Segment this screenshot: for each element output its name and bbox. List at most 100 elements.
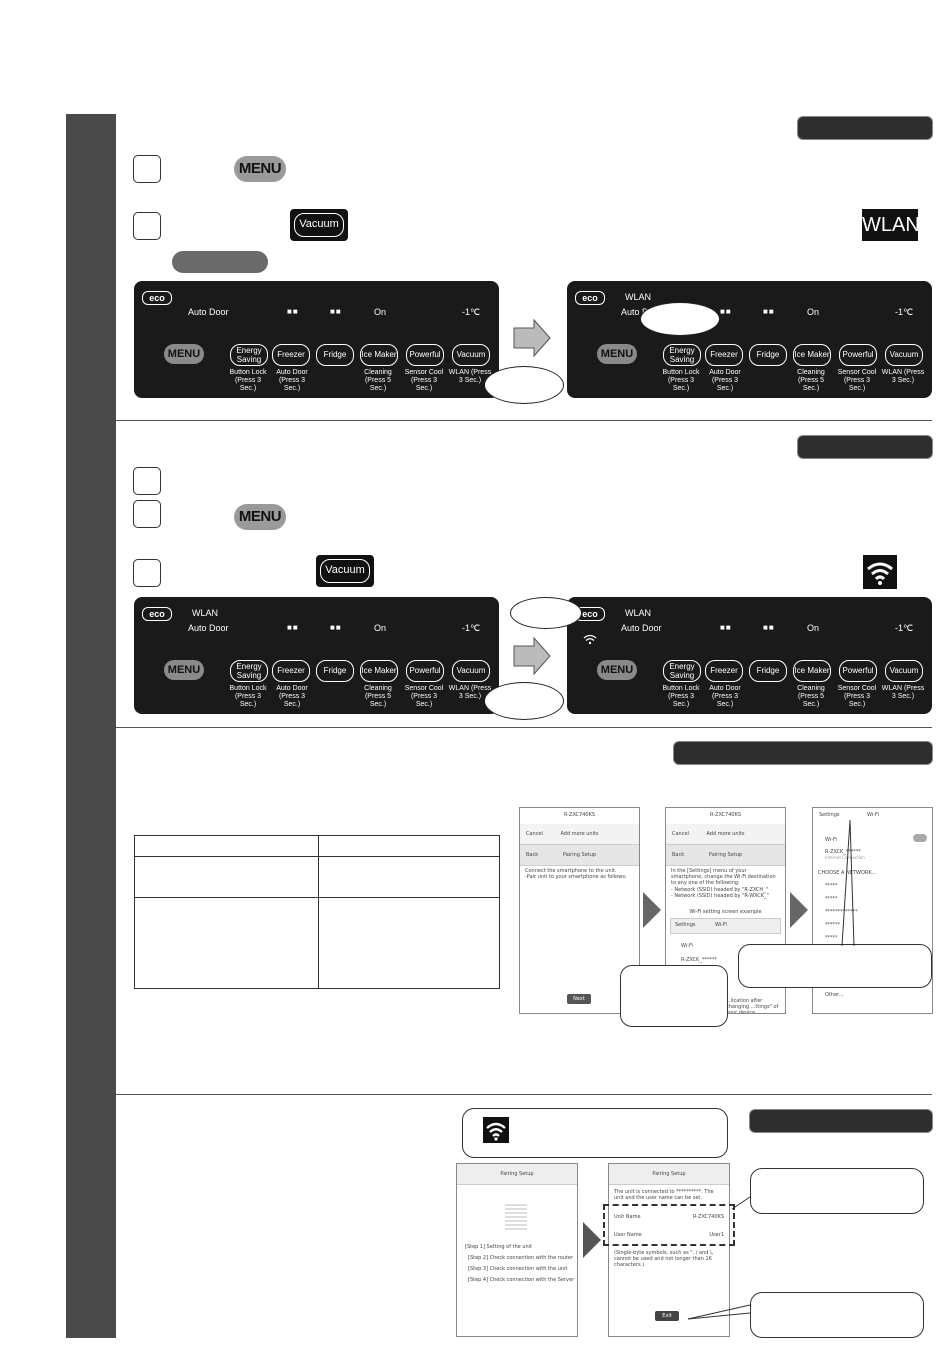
cancel-link: Cancel [526, 831, 543, 837]
button-lock-sub: Button Lock (Press 3 Sec.) [662, 369, 700, 392]
powerful-button: Powerful [839, 344, 877, 366]
vacuum-button-icon: Vacuum [316, 555, 374, 587]
display-blocks: ■■ [330, 307, 342, 316]
freezer-button: Freezer [705, 660, 743, 682]
arrow-right-icon [513, 318, 551, 358]
header-bar: Pairing Setup [457, 1164, 577, 1185]
example-label: Wi-Fi setting screen example [689, 909, 762, 915]
pairing-setup-title: Pairing Setup [500, 1171, 534, 1177]
wifi-title: Wi-Fi [715, 922, 727, 928]
wifi-icon [583, 634, 597, 645]
display-blocks: ■■ [720, 307, 732, 316]
control-panel: eco WLAN Auto Door ■■ ■■ On -1℃ MENU Ene… [134, 597, 499, 714]
after-text: ...lication after changing ...ttings" of… [726, 998, 779, 1014]
eco-indicator: eco [575, 291, 605, 305]
settings-link: Settings [819, 812, 840, 818]
symbols-note: (Single-byte symbols, such as ", / and \… [614, 1250, 714, 1268]
model-title: R-ZXC740KS [709, 812, 742, 818]
network-text: - Network (SSID) headed by "R-WXCK_" [671, 893, 769, 899]
cleaning-sub: Cleaning (Press 5 Sec.) [364, 369, 392, 392]
connect-text: -Pair unit to your smartphone as follows… [525, 874, 627, 880]
wifi-icon [863, 555, 897, 589]
callout-pointer [841, 819, 855, 947]
ice-maker-button: Ice Maker [793, 344, 831, 366]
sensor-cool-sub: Sensor Cool (Press 3 Sec.) [404, 685, 444, 708]
connected-text: The unit is connected to **********. The… [614, 1189, 714, 1201]
ice-maker-button: Ice Maker [360, 660, 398, 682]
step-item: [Step 4] Check connection with the Serve… [468, 1277, 575, 1283]
callout-box [750, 1292, 924, 1338]
sensor-cool-sub: Sensor Cool (Press 3 Sec.) [404, 369, 444, 392]
wlan-sub: WLAN (Press 3 Sec.) [448, 369, 492, 384]
panel-menu-button: MENU [597, 660, 637, 680]
auto-door-sub: Auto Door (Press 3 Sec.) [276, 685, 308, 708]
auto-door-label: Auto Door [188, 623, 229, 633]
header-bar: Cancel Add more units [520, 824, 639, 845]
temp-label: -1℃ [462, 307, 481, 317]
section-tag [749, 1109, 933, 1133]
auto-door-sub: Auto Door (Press 3 Sec.) [709, 685, 741, 708]
energy-saving-button: Energy Saving [230, 344, 268, 366]
cleaning-sub: Cleaning (Press 5 Sec.) [797, 685, 825, 708]
note-tag [172, 251, 268, 273]
section-bar-2 [66, 420, 116, 727]
settings-bar: Settings Wi-Fi [670, 918, 781, 934]
vacuum-button: Vacuum [452, 344, 490, 366]
wifi-icon [483, 1117, 509, 1143]
ice-maker-button: Ice Maker [360, 344, 398, 366]
settings-link: Settings [675, 922, 696, 928]
wlan-sub: WLAN (Press 3 Sec.) [448, 685, 492, 700]
wlan-label: WLAN [625, 292, 652, 302]
sensor-cool-sub: Sensor Cool (Press 3 Sec.) [837, 369, 877, 392]
phone-screen-setup-progress: Pairing Setup [Step 1] Setting of the un… [456, 1163, 578, 1337]
header-bar: Back Pairing Setup [520, 845, 639, 866]
button-lock-sub: Button Lock (Press 3 Sec.) [229, 685, 267, 708]
fridge-button: Fridge [749, 660, 787, 682]
add-more-units-label: Add more units [560, 831, 599, 837]
control-panel: eco WLAN Auto Door ■■ ■■ On -1℃ MENU Ene… [567, 281, 932, 398]
wifi-label: Wi-Fi [681, 943, 693, 949]
add-more-units-label: Add more units [706, 831, 745, 837]
table-divider [318, 836, 319, 988]
section-bar-3 [66, 727, 116, 1094]
eco-indicator: eco [142, 607, 172, 621]
no-internet-label: Internet Connection [825, 855, 865, 860]
vacuum-button: Vacuum [885, 660, 923, 682]
temp-label: -1℃ [895, 307, 914, 317]
connect-text: Connect the smartphone to the unit. [525, 868, 617, 874]
ice-maker-button: Ice Maker [793, 660, 831, 682]
ssid-label: R-ZXCK_****** [681, 957, 717, 963]
wifi-toggle-label: Wi-Fi [825, 837, 837, 843]
table-divider [135, 856, 499, 857]
auto-door-label: Auto Door [621, 307, 662, 317]
energy-saving-button: Energy Saving [663, 660, 701, 682]
display-blocks: ■■ [763, 307, 775, 316]
on-label: On [807, 623, 820, 633]
temp-label: -1℃ [462, 623, 481, 633]
highlight-ellipse [484, 682, 564, 720]
freezer-button: Freezer [272, 660, 310, 682]
section-bar-1 [66, 114, 116, 420]
control-panel: eco WLAN Auto Door ■■ ■■ On -1℃ MENU Ene… [567, 597, 932, 714]
callout-pointer [687, 1196, 751, 1320]
step-box [133, 559, 161, 587]
step-item: [Step 1] Setting of the unit [465, 1244, 533, 1250]
network-item: ****** [825, 922, 840, 928]
network-item: ***** [825, 896, 838, 902]
cancel-link: Cancel [672, 831, 689, 837]
auto-door-sub: Auto Door (Press 3 Sec.) [276, 369, 308, 392]
callout-box [462, 1108, 728, 1158]
step-box [133, 212, 161, 240]
auto-door-label: Auto Door [188, 307, 229, 317]
arrow-right-icon [790, 892, 808, 928]
wlan-icon: WLAN [862, 209, 920, 241]
settings-text: In the [Settings] menu of your smartphon… [671, 868, 776, 886]
menu-button-icon: MENU [234, 156, 286, 182]
temp-label: -1℃ [895, 623, 914, 633]
back-link: Back [672, 852, 685, 858]
button-lock-sub: Button Lock (Press 3 Sec.) [229, 369, 267, 392]
network-item: ***** [825, 935, 838, 941]
display-blocks: ■■ [287, 307, 299, 316]
highlight-ellipse [510, 597, 582, 629]
step-item: [Step 2] Check connection with the route… [468, 1255, 574, 1261]
